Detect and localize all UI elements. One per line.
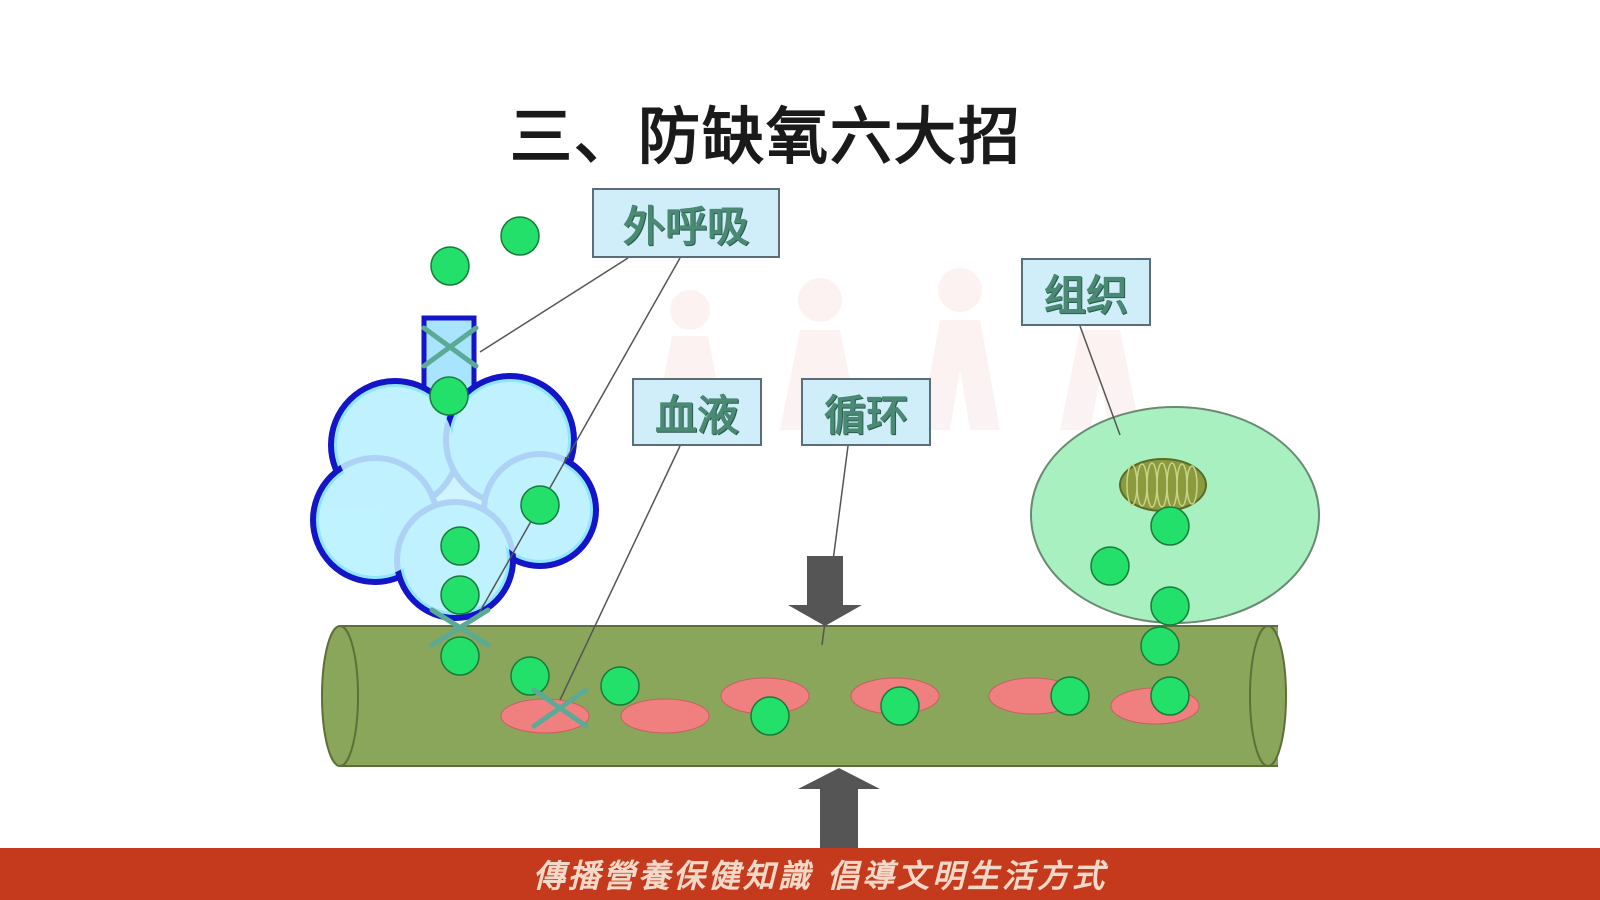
oxygen-molecule (1150, 586, 1190, 626)
footer-bar: 傳播營養保健知識 倡導文明生活方式 (0, 848, 1600, 900)
label-tissue: 组织 (1021, 258, 1151, 326)
circulation-arrows (788, 556, 880, 848)
oxygen-molecule (600, 666, 640, 706)
oxygen-molecule (440, 636, 480, 676)
red-blood-cell (620, 698, 710, 734)
oxygen-molecule (510, 656, 550, 696)
mitochondrion (1119, 458, 1207, 512)
cross-mark-trachea (421, 325, 479, 369)
cross-mark-alveoli (429, 607, 491, 648)
oxygen-molecule (1150, 506, 1190, 546)
oxygen-molecule (750, 696, 790, 736)
lung-alveoli (310, 315, 599, 621)
label-external-respiration: 外呼吸 (592, 188, 780, 258)
cross-mark-blood (531, 687, 589, 729)
oxygen-molecule (880, 686, 920, 726)
leader-lines (477, 257, 1121, 701)
oxygen-molecules (429, 216, 1190, 736)
footer-slogan: 傳播營養保健知識 倡導文明生活方式 (532, 857, 1108, 895)
arrow-up (798, 768, 880, 848)
oxygen-molecule (440, 526, 480, 566)
oxygen-molecule (1090, 546, 1130, 586)
slide-title: 三、防缺氧六大招 (509, 100, 1022, 173)
oxygen-molecule (1150, 676, 1190, 716)
oxygen-molecule (500, 216, 540, 256)
label-circulation: 循环 (801, 378, 931, 446)
oxygen-molecule (429, 376, 469, 416)
oxygen-molecule (520, 485, 560, 525)
oxygen-molecule (1050, 676, 1090, 716)
blockage-marks (421, 325, 589, 729)
oxygen-molecule (430, 246, 470, 286)
oxygen-molecule (1140, 626, 1180, 666)
label-blood: 血液 (632, 378, 762, 446)
oxygen-molecule (440, 575, 480, 615)
arrow-down (788, 556, 862, 626)
